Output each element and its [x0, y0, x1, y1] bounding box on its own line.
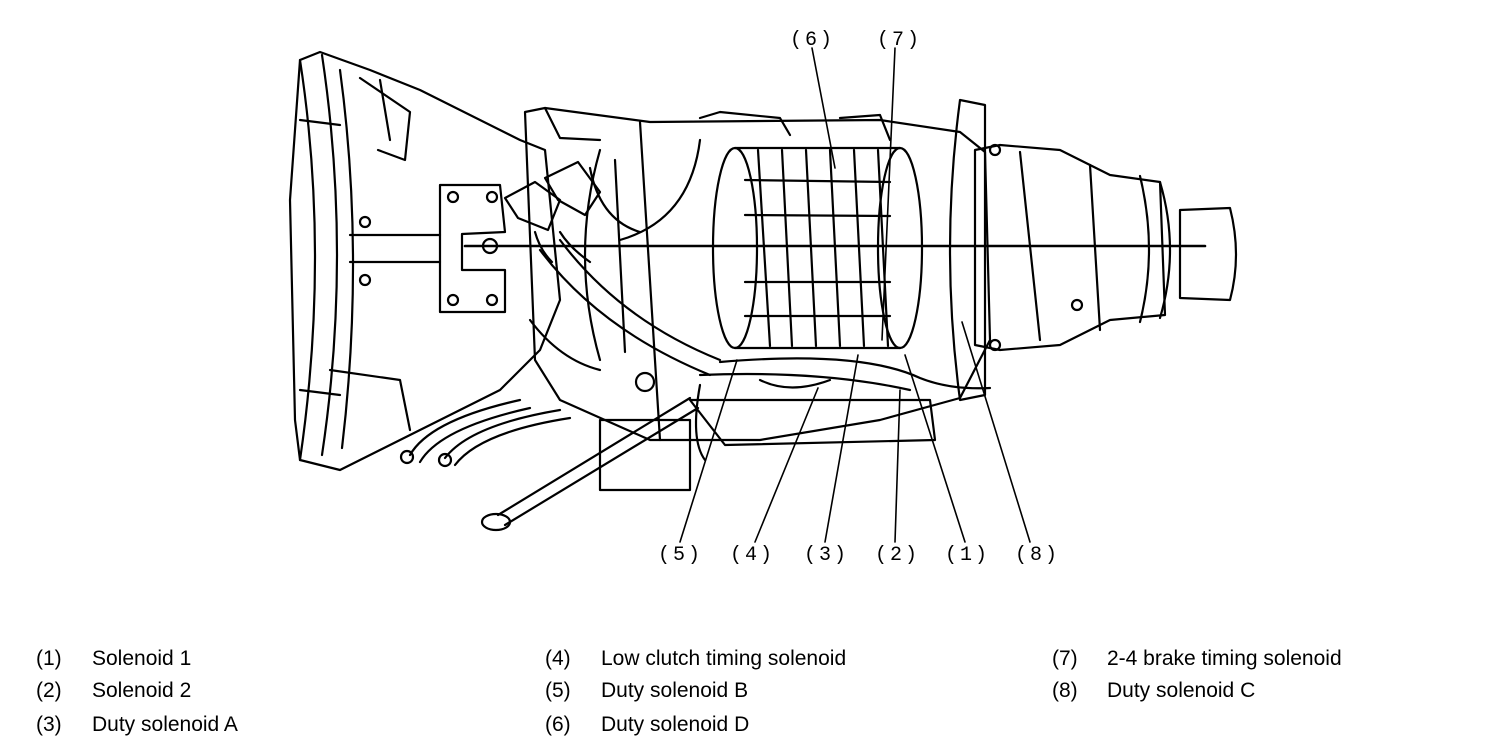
legend-number: (5) [545, 679, 571, 702]
callout-3: (3) [804, 544, 849, 567]
legend-label: Solenoid 1 [92, 647, 192, 670]
callout-7: (7) [877, 29, 922, 52]
harness-connector [503, 160, 602, 264]
legend-label: Low clutch timing solenoid [601, 647, 847, 670]
extension-housing [948, 98, 1238, 402]
legend-label: Duty solenoid B [601, 679, 749, 702]
dipstick-tube [480, 371, 700, 532]
leader-lines [679, 47, 1031, 543]
legend-number: (4) [545, 647, 571, 670]
hoses [538, 138, 992, 392]
finned-drum [711, 146, 924, 350]
transmission-diagram: (6) (7) (5) (4) (3) (2) (1) (8) [288, 29, 1238, 567]
legend-number: (7) [1052, 647, 1078, 670]
callout-8: (8) [1015, 544, 1060, 567]
legend-label: Duty solenoid A [92, 713, 238, 736]
legend-number: (3) [36, 713, 62, 736]
oil-pan [598, 378, 937, 492]
callout-1: (1) [945, 544, 990, 567]
callout-6: (6) [790, 29, 835, 52]
mount-bracket [438, 183, 507, 314]
legend-number: (8) [1052, 679, 1078, 702]
legend-label: Solenoid 2 [92, 679, 192, 702]
callout-4: (4) [730, 544, 775, 567]
callout-2: (2) [875, 544, 920, 567]
bell-housing [288, 50, 562, 472]
legend-label: Duty solenoid D [601, 713, 750, 736]
main-case [523, 106, 992, 442]
legend-number: (2) [36, 679, 62, 702]
legend-number: (6) [545, 713, 571, 736]
cooler-pipes [399, 398, 572, 468]
legend-label: Duty solenoid C [1107, 679, 1256, 702]
legend-number: (1) [36, 647, 62, 670]
callout-5: (5) [658, 544, 703, 567]
legend-label: 2-4 brake timing solenoid [1107, 647, 1342, 670]
